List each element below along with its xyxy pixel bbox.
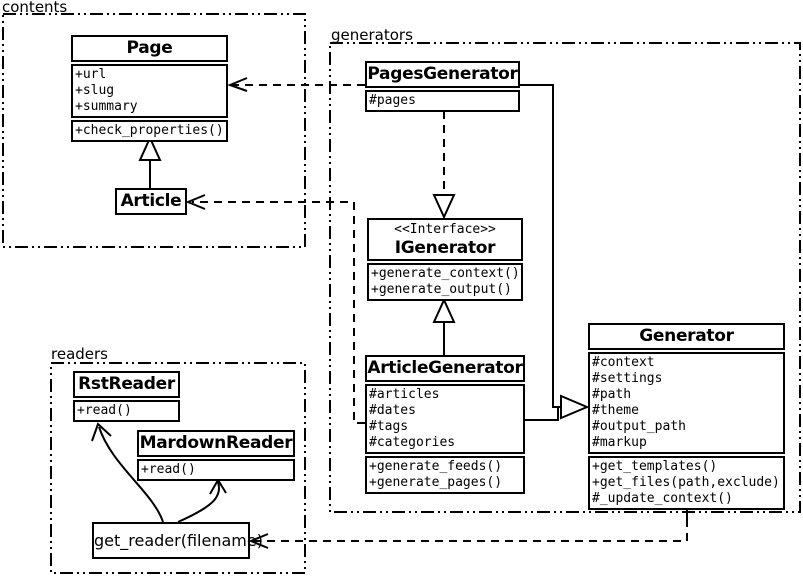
class-article: Article xyxy=(115,188,187,215)
edge-articlegenerator-igenerator-inheritance xyxy=(432,297,456,355)
edge-generator-getreader-dependency xyxy=(248,504,688,549)
readers-package-label: readers xyxy=(51,345,108,363)
node-getreader: get_reader(filename) xyxy=(92,522,263,559)
edge-pagesgenerator-page-dependency xyxy=(227,77,365,92)
class-pagesgenerator: PagesGenerator #pages xyxy=(365,61,520,112)
interface-igenerator-title: IGenerator xyxy=(394,238,496,258)
open-arrowhead-icon xyxy=(227,77,248,92)
readers-package-border xyxy=(50,362,306,574)
contents-package-label: contents xyxy=(2,0,68,16)
edge-article-page-inheritance xyxy=(138,135,162,188)
class-generator: Generator #context #settings #path #them… xyxy=(588,323,785,510)
open-arrowhead-icon xyxy=(91,422,112,442)
class-mardownreader: MardownReader +read() xyxy=(137,430,295,481)
edge-getreader-rstreader xyxy=(91,422,164,523)
edge-pagesgenerator-igenerator-realization xyxy=(432,111,456,220)
class-pagesgenerator-title: PagesGenerator xyxy=(365,61,520,88)
class-rstreader-methods: +read() xyxy=(73,400,180,422)
class-articlegenerator: ArticleGenerator #articles #dates #tags … xyxy=(365,355,525,494)
generators-package-border xyxy=(329,42,801,513)
class-article-title: Article xyxy=(115,188,187,215)
class-articlegenerator-methods: +generate_feeds() +generate_pages() xyxy=(365,456,525,494)
contents-package-border xyxy=(2,13,306,248)
open-arrowhead-icon xyxy=(248,533,269,549)
class-rstreader-title: RstReader xyxy=(73,371,180,398)
class-page: Page +url +slug +summary +check_properti… xyxy=(71,35,228,142)
edge-getreader-mardownreader xyxy=(177,478,227,523)
class-pagesgenerator-attributes: #pages xyxy=(365,90,520,112)
class-page-methods: +check_properties() xyxy=(71,120,228,142)
interface-igenerator-header: <<Interface>> IGenerator xyxy=(367,218,523,261)
open-arrowhead-icon xyxy=(185,194,206,210)
class-articlegenerator-title: ArticleGenerator xyxy=(365,355,525,382)
node-getreader-label: get_reader(filename) xyxy=(92,522,263,559)
class-page-attributes: +url +slug +summary xyxy=(71,64,228,118)
edge-articlegenerator-article-dependency xyxy=(185,194,365,424)
class-articlegenerator-attributes: #articles #dates #tags #categories xyxy=(365,384,525,454)
hollow-triangle-icon xyxy=(432,297,456,323)
hollow-triangle-icon xyxy=(432,194,456,220)
edge-generators-generator-inheritance xyxy=(520,84,590,421)
class-mardownreader-title: MardownReader xyxy=(137,430,295,457)
hollow-triangle-icon xyxy=(560,394,590,420)
class-generator-attributes: #context #settings #path #theme #output_… xyxy=(588,352,785,454)
class-rstreader: RstReader +read() xyxy=(73,371,180,422)
interface-igenerator: <<Interface>> IGenerator +generate_conte… xyxy=(367,218,523,301)
class-generator-title: Generator xyxy=(588,323,785,350)
generators-package-label: generators xyxy=(331,26,413,44)
interface-stereotype: <<Interface>> xyxy=(394,222,496,237)
class-generator-methods: +get_templates() +get_files(path,exclude… xyxy=(588,456,785,510)
class-page-title: Page xyxy=(71,35,228,62)
interface-igenerator-methods: +generate_context() +generate_output() xyxy=(367,263,523,301)
class-mardownreader-methods: +read() xyxy=(137,459,295,481)
hollow-triangle-icon xyxy=(138,135,162,161)
